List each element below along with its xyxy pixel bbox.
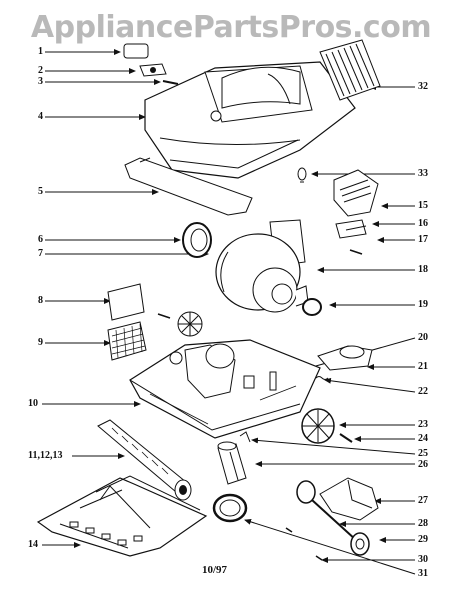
- callout-17: 17: [418, 234, 428, 245]
- callout-8: 8: [38, 295, 43, 306]
- callout-1: 1: [38, 46, 43, 57]
- part-9-screen: [107, 321, 147, 361]
- part-18-motor: [215, 219, 309, 313]
- part-5-strip: [124, 157, 253, 216]
- callout-14: 14: [28, 539, 38, 550]
- callout-2: 2: [38, 65, 43, 76]
- callout-10: 10: [28, 398, 38, 409]
- callout-7: 7: [38, 248, 43, 259]
- callout-11-12-13: 11,12,13: [28, 450, 63, 461]
- watermark-logo: AppliancePartsPros.com: [30, 10, 432, 45]
- callout-28: 28: [418, 518, 428, 529]
- callout-23: 23: [418, 419, 428, 430]
- callout-24: 24: [418, 433, 428, 444]
- callout-32: 32: [418, 81, 428, 92]
- part-14-bottom-plate: [36, 475, 208, 557]
- part-8-filter: [107, 283, 145, 321]
- callout-27: 27: [418, 495, 428, 506]
- callout-18: 18: [418, 264, 428, 275]
- part-11-brushroll: [97, 419, 192, 501]
- callout-31: 31: [418, 568, 428, 579]
- callout-26: 26: [418, 459, 428, 470]
- part-10-base: [129, 339, 321, 439]
- part-32-grille: [319, 39, 381, 101]
- callout-29: 29: [418, 534, 428, 545]
- callout-5: 5: [38, 186, 43, 197]
- callout-9: 9: [38, 337, 43, 348]
- callout-20: 20: [418, 332, 428, 343]
- callout-15: 15: [418, 200, 428, 211]
- callout-4: 4: [38, 111, 43, 122]
- callout-6: 6: [38, 234, 43, 245]
- callout-19: 19: [418, 299, 428, 310]
- callout-30: 30: [418, 554, 428, 565]
- callout-16: 16: [418, 218, 428, 229]
- part-26-cylinder: [217, 441, 247, 485]
- callout-21: 21: [418, 361, 428, 372]
- callout-33: 33: [418, 168, 428, 179]
- part-1-pad: [123, 43, 149, 59]
- diagram-date: 10/97: [202, 564, 228, 576]
- callout-25: 25: [418, 448, 428, 459]
- callout-22: 22: [418, 386, 428, 397]
- callout-3: 3: [38, 76, 43, 87]
